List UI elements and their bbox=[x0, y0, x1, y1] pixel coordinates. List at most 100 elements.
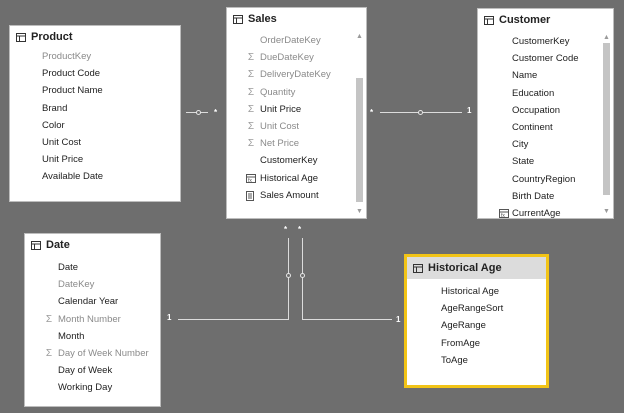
field-label: Working Day bbox=[58, 382, 113, 394]
field-item[interactable]: State bbox=[478, 153, 613, 170]
field-item[interactable]: ProductKey bbox=[10, 48, 180, 65]
field-label: Product Name bbox=[42, 85, 103, 97]
field-item[interactable]: Σ DeliveryDateKey bbox=[227, 66, 366, 83]
field-item[interactable]: Σ Unit Price bbox=[227, 101, 366, 118]
field-label: Customer Code bbox=[512, 53, 579, 65]
field-label: Calendar Year bbox=[58, 296, 119, 308]
scroll-thumb[interactable] bbox=[603, 43, 610, 195]
field-label: Sales Amount bbox=[260, 189, 319, 201]
field-label: Continent bbox=[512, 121, 553, 133]
cardinality-one-label: 1 bbox=[167, 313, 172, 322]
field-item[interactable]: Product Code bbox=[10, 65, 180, 82]
field-label: State bbox=[512, 156, 535, 168]
field-item[interactable]: ToAge bbox=[407, 352, 546, 369]
table-header[interactable]: Date bbox=[25, 234, 160, 256]
sigma-icon: Σ bbox=[247, 103, 255, 115]
vertical-scrollbar[interactable]: ▲ ▼ bbox=[602, 31, 611, 218]
scroll-thumb[interactable] bbox=[356, 78, 363, 202]
field-item[interactable]: Product Name bbox=[10, 82, 180, 99]
table-header[interactable]: Sales bbox=[227, 8, 366, 30]
field-item[interactable]: Date bbox=[25, 259, 160, 276]
field-item[interactable]: CustomerKey bbox=[227, 152, 366, 169]
field-item[interactable]: Calendar Year bbox=[25, 293, 160, 310]
table-icon bbox=[31, 240, 41, 250]
sigma-icon: Σ bbox=[247, 86, 255, 98]
field-item[interactable]: Sales Amount bbox=[227, 187, 366, 204]
table-header[interactable]: Historical Age bbox=[407, 257, 546, 279]
field-label: Birth Date bbox=[512, 190, 555, 202]
table-title: Sales bbox=[248, 13, 277, 25]
field-item[interactable]: Day of Week bbox=[25, 362, 160, 379]
scroll-up-icon[interactable]: ▲ bbox=[356, 33, 363, 40]
field-item[interactable]: City bbox=[478, 136, 613, 153]
field-item[interactable]: Birth Date bbox=[478, 188, 613, 205]
sigma-icon: Σ bbox=[45, 313, 53, 325]
field-item[interactable]: Customer Code bbox=[478, 50, 613, 67]
field-label: Month bbox=[58, 330, 85, 342]
field-item[interactable]: Color bbox=[10, 117, 180, 134]
field-label: CountryRegion bbox=[512, 173, 576, 185]
field-item[interactable]: Occupation bbox=[478, 102, 613, 119]
table-header[interactable]: Customer bbox=[478, 9, 613, 31]
field-label: CustomerKey bbox=[260, 155, 318, 167]
field-label: Unit Price bbox=[260, 103, 302, 115]
field-label: Net Price bbox=[260, 138, 300, 150]
field-item[interactable]: AgeRangeSort bbox=[407, 300, 546, 317]
scroll-up-icon[interactable]: ▲ bbox=[603, 34, 610, 41]
field-label: Day of Week Number bbox=[58, 347, 149, 359]
field-label: DeliveryDateKey bbox=[260, 69, 331, 81]
scroll-down-icon[interactable]: ▼ bbox=[603, 208, 610, 215]
field-item[interactable]: CustomerKey bbox=[478, 33, 613, 50]
field-label: Name bbox=[512, 70, 538, 82]
field-item[interactable]: Name bbox=[478, 67, 613, 84]
field-item[interactable]: Unit Cost bbox=[10, 134, 180, 151]
field-item[interactable]: Available Date bbox=[10, 168, 180, 185]
field-label: Education bbox=[512, 87, 555, 99]
sigma-icon: Σ bbox=[247, 69, 255, 81]
field-label: Historical Age bbox=[441, 286, 500, 297]
field-item[interactable]: OrderDateKey bbox=[227, 32, 366, 49]
cardinality-one-label: 1 bbox=[467, 106, 472, 115]
field-item[interactable]: DateKey bbox=[25, 276, 160, 293]
field-item[interactable]: AgeRange bbox=[407, 317, 546, 334]
field-label: Day of Week bbox=[58, 365, 113, 377]
field-item[interactable]: Education bbox=[478, 85, 613, 102]
field-label: CustomerKey bbox=[512, 36, 570, 47]
table-title: Historical Age bbox=[428, 262, 502, 274]
field-item[interactable]: FromAge bbox=[407, 335, 546, 352]
table-icon bbox=[413, 263, 423, 273]
cardinality-many-label: * bbox=[370, 108, 374, 117]
table-header[interactable]: Product bbox=[10, 26, 180, 48]
field-item[interactable]: Continent bbox=[478, 119, 613, 136]
vertical-scrollbar[interactable]: ▲ ▼ bbox=[355, 30, 364, 218]
field-item[interactable]: Unit Price bbox=[10, 151, 180, 168]
field-label: ProductKey bbox=[42, 51, 92, 62]
field-label: FromAge bbox=[441, 337, 481, 349]
field-item[interactable]: Working Day bbox=[25, 379, 160, 396]
field-item[interactable]: Brand bbox=[10, 100, 180, 117]
field-item[interactable]: Historical Age bbox=[407, 283, 546, 300]
sigma-icon: Σ bbox=[247, 120, 255, 132]
field-label: Available Date bbox=[42, 171, 104, 183]
field-label: OrderDateKey bbox=[260, 35, 321, 46]
svg-text:fx: fx bbox=[248, 178, 252, 183]
field-label: DateKey bbox=[58, 279, 95, 291]
cardinality-many-label: * bbox=[284, 225, 288, 234]
cardinality-many-label: * bbox=[214, 108, 218, 117]
field-item[interactable]: Month bbox=[25, 328, 160, 345]
field-item[interactable]: CountryRegion bbox=[478, 171, 613, 188]
scroll-down-icon[interactable]: ▼ bbox=[356, 208, 363, 215]
